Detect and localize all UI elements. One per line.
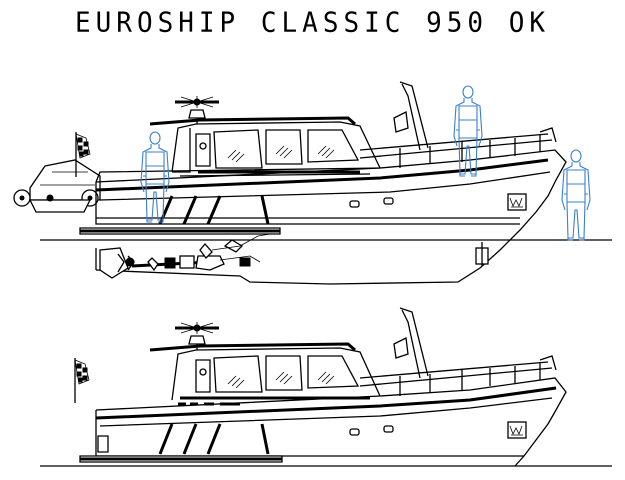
propulsion [99, 233, 489, 279]
human-figure [453, 85, 483, 177]
window [265, 129, 303, 165]
window [213, 129, 263, 169]
stern-flag [74, 357, 90, 404]
window [307, 355, 360, 389]
boat-profile-with-underwater [13, 81, 612, 285]
human-figure [561, 149, 591, 241]
foredeck [359, 81, 557, 168]
human-figure [140, 131, 170, 223]
boat-profile-above-water [40, 307, 612, 467]
window [307, 129, 360, 163]
hull [79, 149, 567, 285]
deckhouse [149, 94, 381, 177]
window [213, 355, 263, 393]
window [265, 355, 303, 391]
deckhouse [149, 320, 381, 406]
hull [79, 377, 567, 467]
drawing-title: EUROSHIP CLASSIC 950 OK [74, 7, 551, 39]
dinghy [13, 159, 101, 213]
radar-mast [173, 94, 221, 120]
radar-mast [173, 320, 221, 346]
foredeck [359, 307, 557, 396]
